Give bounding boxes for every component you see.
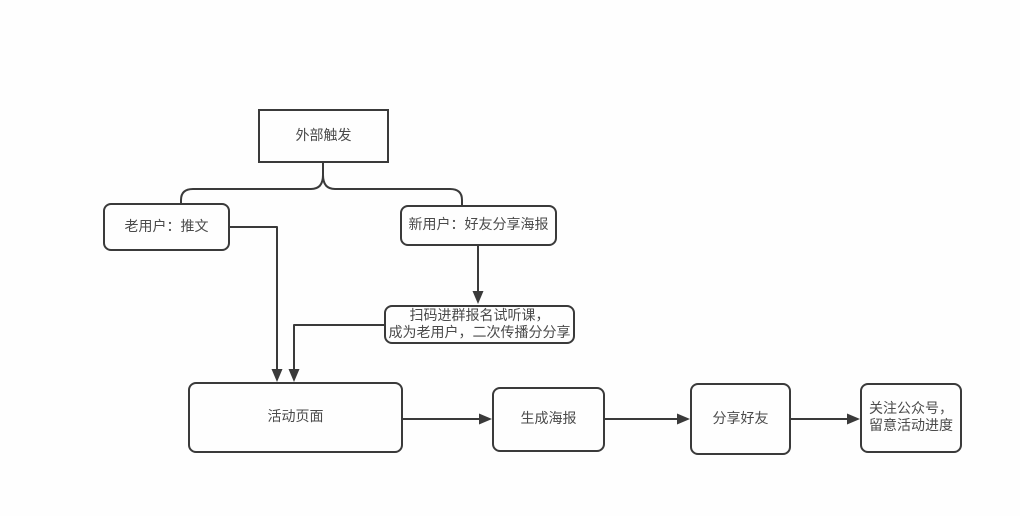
arrowhead-poster-to-share [677, 413, 690, 425]
edge-trigger-to-old-user [180, 174, 324, 203]
arrowhead-new-user-to-scan [472, 291, 484, 304]
node-external-trigger: 外部触发 [258, 109, 389, 163]
arrowhead-share-to-follow [847, 413, 860, 425]
edge-old-user-to-activity [230, 226, 278, 369]
arrowhead-scan-to-activity [288, 369, 300, 382]
edge-scan-to-activity [293, 324, 384, 369]
node-follow-official-account: 关注公众号， 留意活动进度 [860, 383, 962, 453]
node-scan-join-group: 扫码进群报名试听课， 成为老用户，二次传播分分享 [384, 305, 575, 344]
arrowhead-activity-to-poster [479, 413, 492, 425]
arrowhead-old-user-to-activity [271, 369, 283, 382]
node-activity-page: 活动页面 [188, 382, 403, 453]
node-share-friends: 分享好友 [690, 383, 791, 455]
node-generate-poster: 生成海报 [492, 387, 605, 452]
node-new-user-shared-poster: 新用户：好友分享海报 [400, 205, 557, 246]
node-old-user-tweet: 老用户：推文 [103, 203, 230, 251]
edge-trigger-to-new-user [322, 174, 463, 205]
